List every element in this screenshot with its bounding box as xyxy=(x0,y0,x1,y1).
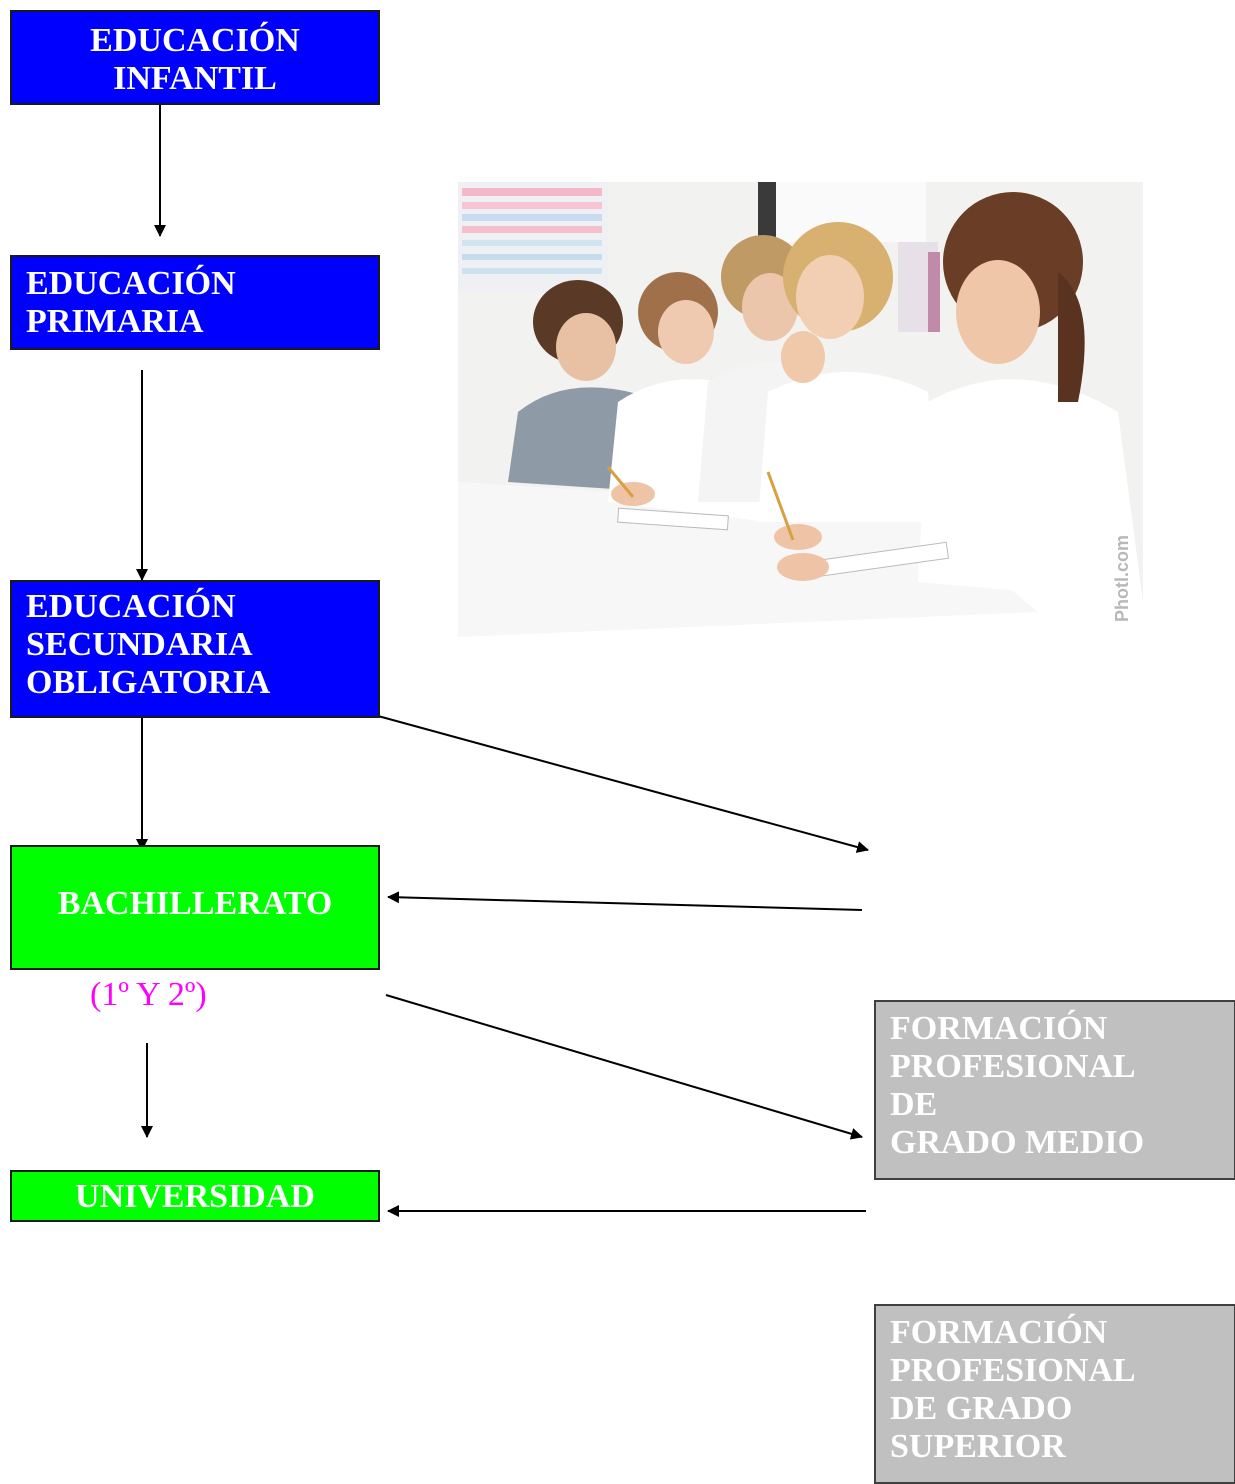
arrow-eso-to-fp-medio xyxy=(377,715,869,853)
box-label-line: SECUNDARIA xyxy=(26,626,253,663)
box-label-line: PRIMARIA xyxy=(26,303,204,340)
bachillerato-years-note: (1º Y 2º) xyxy=(90,976,207,1013)
box-label-line: GRADO MEDIO xyxy=(890,1124,1145,1161)
box-label-line: DE xyxy=(890,1086,938,1123)
box-fp-grado-medio: FORMACIÓN PROFESIONAL DE GRADO MEDIO xyxy=(874,1000,1235,1180)
box-fp-grado-superior: FORMACIÓN PROFESIONAL DE GRADO SUPERIOR xyxy=(874,1304,1235,1484)
arrow-bachillerato-to-fp-medio xyxy=(385,994,863,1140)
box-educacion-infantil: EDUCACIÓN INFANTIL xyxy=(10,10,380,105)
box-label: UNIVERSIDAD xyxy=(75,1178,315,1215)
box-label-line: INFANTIL xyxy=(113,60,277,97)
box-bachillerato: BACHILLERATO xyxy=(10,845,380,970)
box-label-line: EDUCACIÓN xyxy=(26,588,236,625)
arrow-fp-to-bachillerato xyxy=(387,891,863,911)
photo-watermark: Photl.com xyxy=(1112,535,1132,622)
box-label-line: OBLIGATORIA xyxy=(26,664,271,701)
box-label-line: DE GRADO xyxy=(890,1390,1073,1427)
box-label-line: FORMACIÓN xyxy=(890,1314,1108,1351)
students-classroom-photo: Photl.com xyxy=(458,182,1143,637)
box-label: BACHILLERATO xyxy=(57,885,333,922)
box-universidad: UNIVERSIDAD xyxy=(10,1170,380,1222)
box-label-line: FORMACIÓN xyxy=(890,1010,1108,1047)
box-label-line: PROFESIONAL xyxy=(890,1048,1136,1085)
box-label-line: PROFESIONAL xyxy=(890,1352,1136,1389)
box-label-line: SUPERIOR xyxy=(890,1428,1066,1465)
box-educacion-primaria: EDUCACIÓN PRIMARIA xyxy=(10,255,380,350)
box-educacion-secundaria-obligatoria: EDUCACIÓN SECUNDARIA OBLIGATORIA xyxy=(10,580,380,718)
box-label-line: EDUCACIÓN xyxy=(90,22,300,59)
box-label-line: EDUCACIÓN xyxy=(26,265,236,302)
